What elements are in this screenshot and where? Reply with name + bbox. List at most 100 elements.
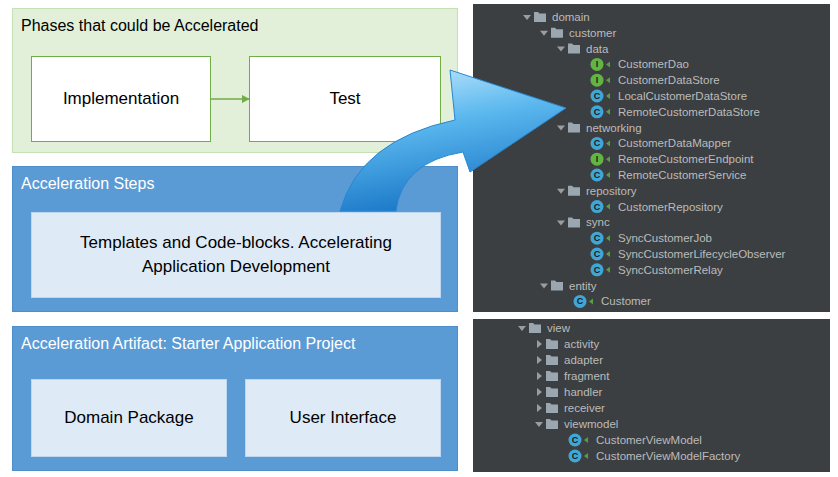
tree-label: CustomerViewModel	[596, 434, 702, 446]
class-icon	[591, 90, 611, 103]
tree-row: C	[591, 135, 603, 151]
folder-icon	[540, 28, 563, 38]
tree-row: SyncCustomerLifecycleObserver	[618, 246, 785, 262]
tree-row: RemoteCustomerEndpoint	[618, 151, 754, 167]
icon-letter: C	[594, 202, 601, 212]
tree-row: handler	[564, 384, 602, 400]
steps-panel: Acceleration StepsTemplates and Code-blo…	[12, 166, 458, 312]
tree-row: Customer	[601, 293, 651, 309]
tree-label: fragment	[564, 370, 609, 382]
tree-label: adapter	[564, 354, 603, 366]
visibility-mark	[606, 77, 610, 83]
folder-icon	[537, 371, 558, 381]
tree-row: LocalCustomerDataStore	[618, 88, 747, 104]
visibility-mark	[606, 172, 610, 178]
box-label: Implementation	[63, 87, 179, 111]
class-badge	[591, 248, 604, 261]
folder-shape	[551, 281, 563, 291]
tree-row: adapter	[564, 352, 603, 368]
class-badge	[569, 434, 582, 447]
icon-letter: C	[594, 170, 601, 180]
tree-row: fragment	[564, 368, 609, 384]
tree-label: sync	[586, 216, 610, 228]
icon-letter: I	[596, 59, 599, 69]
panel-title: Phases that could be Accelerated	[21, 15, 449, 37]
folder-shape	[568, 123, 580, 133]
class-icon	[591, 248, 611, 261]
tree-row: entity	[569, 278, 597, 294]
tree-label: RemoteCustomerDataStore	[618, 106, 760, 118]
class-icon	[591, 137, 611, 150]
panel-title: Acceleration Steps	[21, 173, 449, 195]
tree-row: C	[591, 246, 603, 262]
expand-triangle	[537, 356, 542, 364]
folder-shape	[568, 44, 580, 54]
artifact-box: Domain Package	[31, 379, 227, 457]
step-box: Templates and Code-blocks. Accelerating …	[31, 212, 441, 298]
box-label: Test	[329, 87, 360, 111]
class-icon	[569, 434, 589, 447]
expand-triangle	[518, 326, 526, 331]
tree-row: CustomerDataStore	[618, 72, 720, 88]
tree-row: C	[591, 262, 603, 278]
folder-icon	[535, 419, 558, 429]
icon-letter: C	[594, 107, 601, 117]
tree-label: CustomerDao	[618, 58, 689, 70]
expand-triangle	[537, 340, 542, 348]
folder-shape	[568, 186, 580, 196]
tree-label: data	[586, 43, 608, 55]
tree-row: I	[591, 56, 603, 72]
expand-triangle	[537, 404, 542, 412]
folder-icon	[518, 323, 541, 333]
visibility-mark	[606, 61, 610, 67]
icon-letter: I	[596, 154, 599, 164]
tree-row: sync	[586, 214, 610, 230]
class-icon	[569, 450, 589, 463]
tree-row: viewmodel	[564, 416, 618, 432]
folder-shape	[551, 28, 563, 38]
class-badge	[591, 169, 604, 182]
tree-row: CustomerViewModelFactory	[596, 448, 740, 464]
class-icon	[591, 153, 611, 166]
expand-triangle	[537, 372, 542, 380]
swoosh-arrow	[340, 70, 566, 211]
class-icon	[591, 263, 611, 276]
tree-label: entity	[569, 280, 597, 292]
folder-shape	[546, 387, 558, 397]
folder-shape	[546, 403, 558, 413]
icon-letter: C	[577, 296, 584, 306]
visibility-mark	[584, 453, 588, 459]
tree-row: RemoteCustomerDataStore	[618, 104, 760, 120]
tree-row: CustomerDataMapper	[618, 135, 731, 151]
tree-label: customer	[569, 27, 616, 39]
expand-triangle	[557, 47, 565, 52]
class-badge	[591, 74, 604, 87]
tree-row: RemoteCustomerService	[618, 167, 746, 183]
tree-row: C	[591, 199, 603, 215]
project-tree-panel	[473, 319, 830, 472]
folder-icon	[523, 12, 546, 22]
tree-label: CustomerDataStore	[618, 74, 720, 86]
tree-row: domain	[552, 9, 590, 25]
tree-label: viewmodel	[564, 418, 618, 430]
class-icon	[574, 295, 594, 308]
folder-shape	[529, 323, 541, 333]
tree-label: Customer	[601, 295, 651, 307]
tree-label: domain	[552, 11, 590, 23]
expand-triangle	[535, 422, 543, 427]
tree-row: customer	[569, 25, 616, 41]
visibility-mark	[589, 298, 593, 304]
class-icon	[591, 58, 611, 71]
class-icon	[591, 232, 611, 245]
tree-label: SyncCustomerLifecycleObserver	[618, 248, 785, 260]
tree-row: C	[569, 432, 581, 448]
class-badge	[591, 153, 604, 166]
expand-triangle	[523, 15, 531, 20]
class-badge	[574, 295, 587, 308]
class-badge	[591, 263, 604, 276]
tree-row: C	[574, 293, 586, 309]
tree-row: CustomerDao	[618, 56, 689, 72]
visibility-mark	[584, 437, 588, 443]
visibility-mark	[606, 267, 610, 273]
